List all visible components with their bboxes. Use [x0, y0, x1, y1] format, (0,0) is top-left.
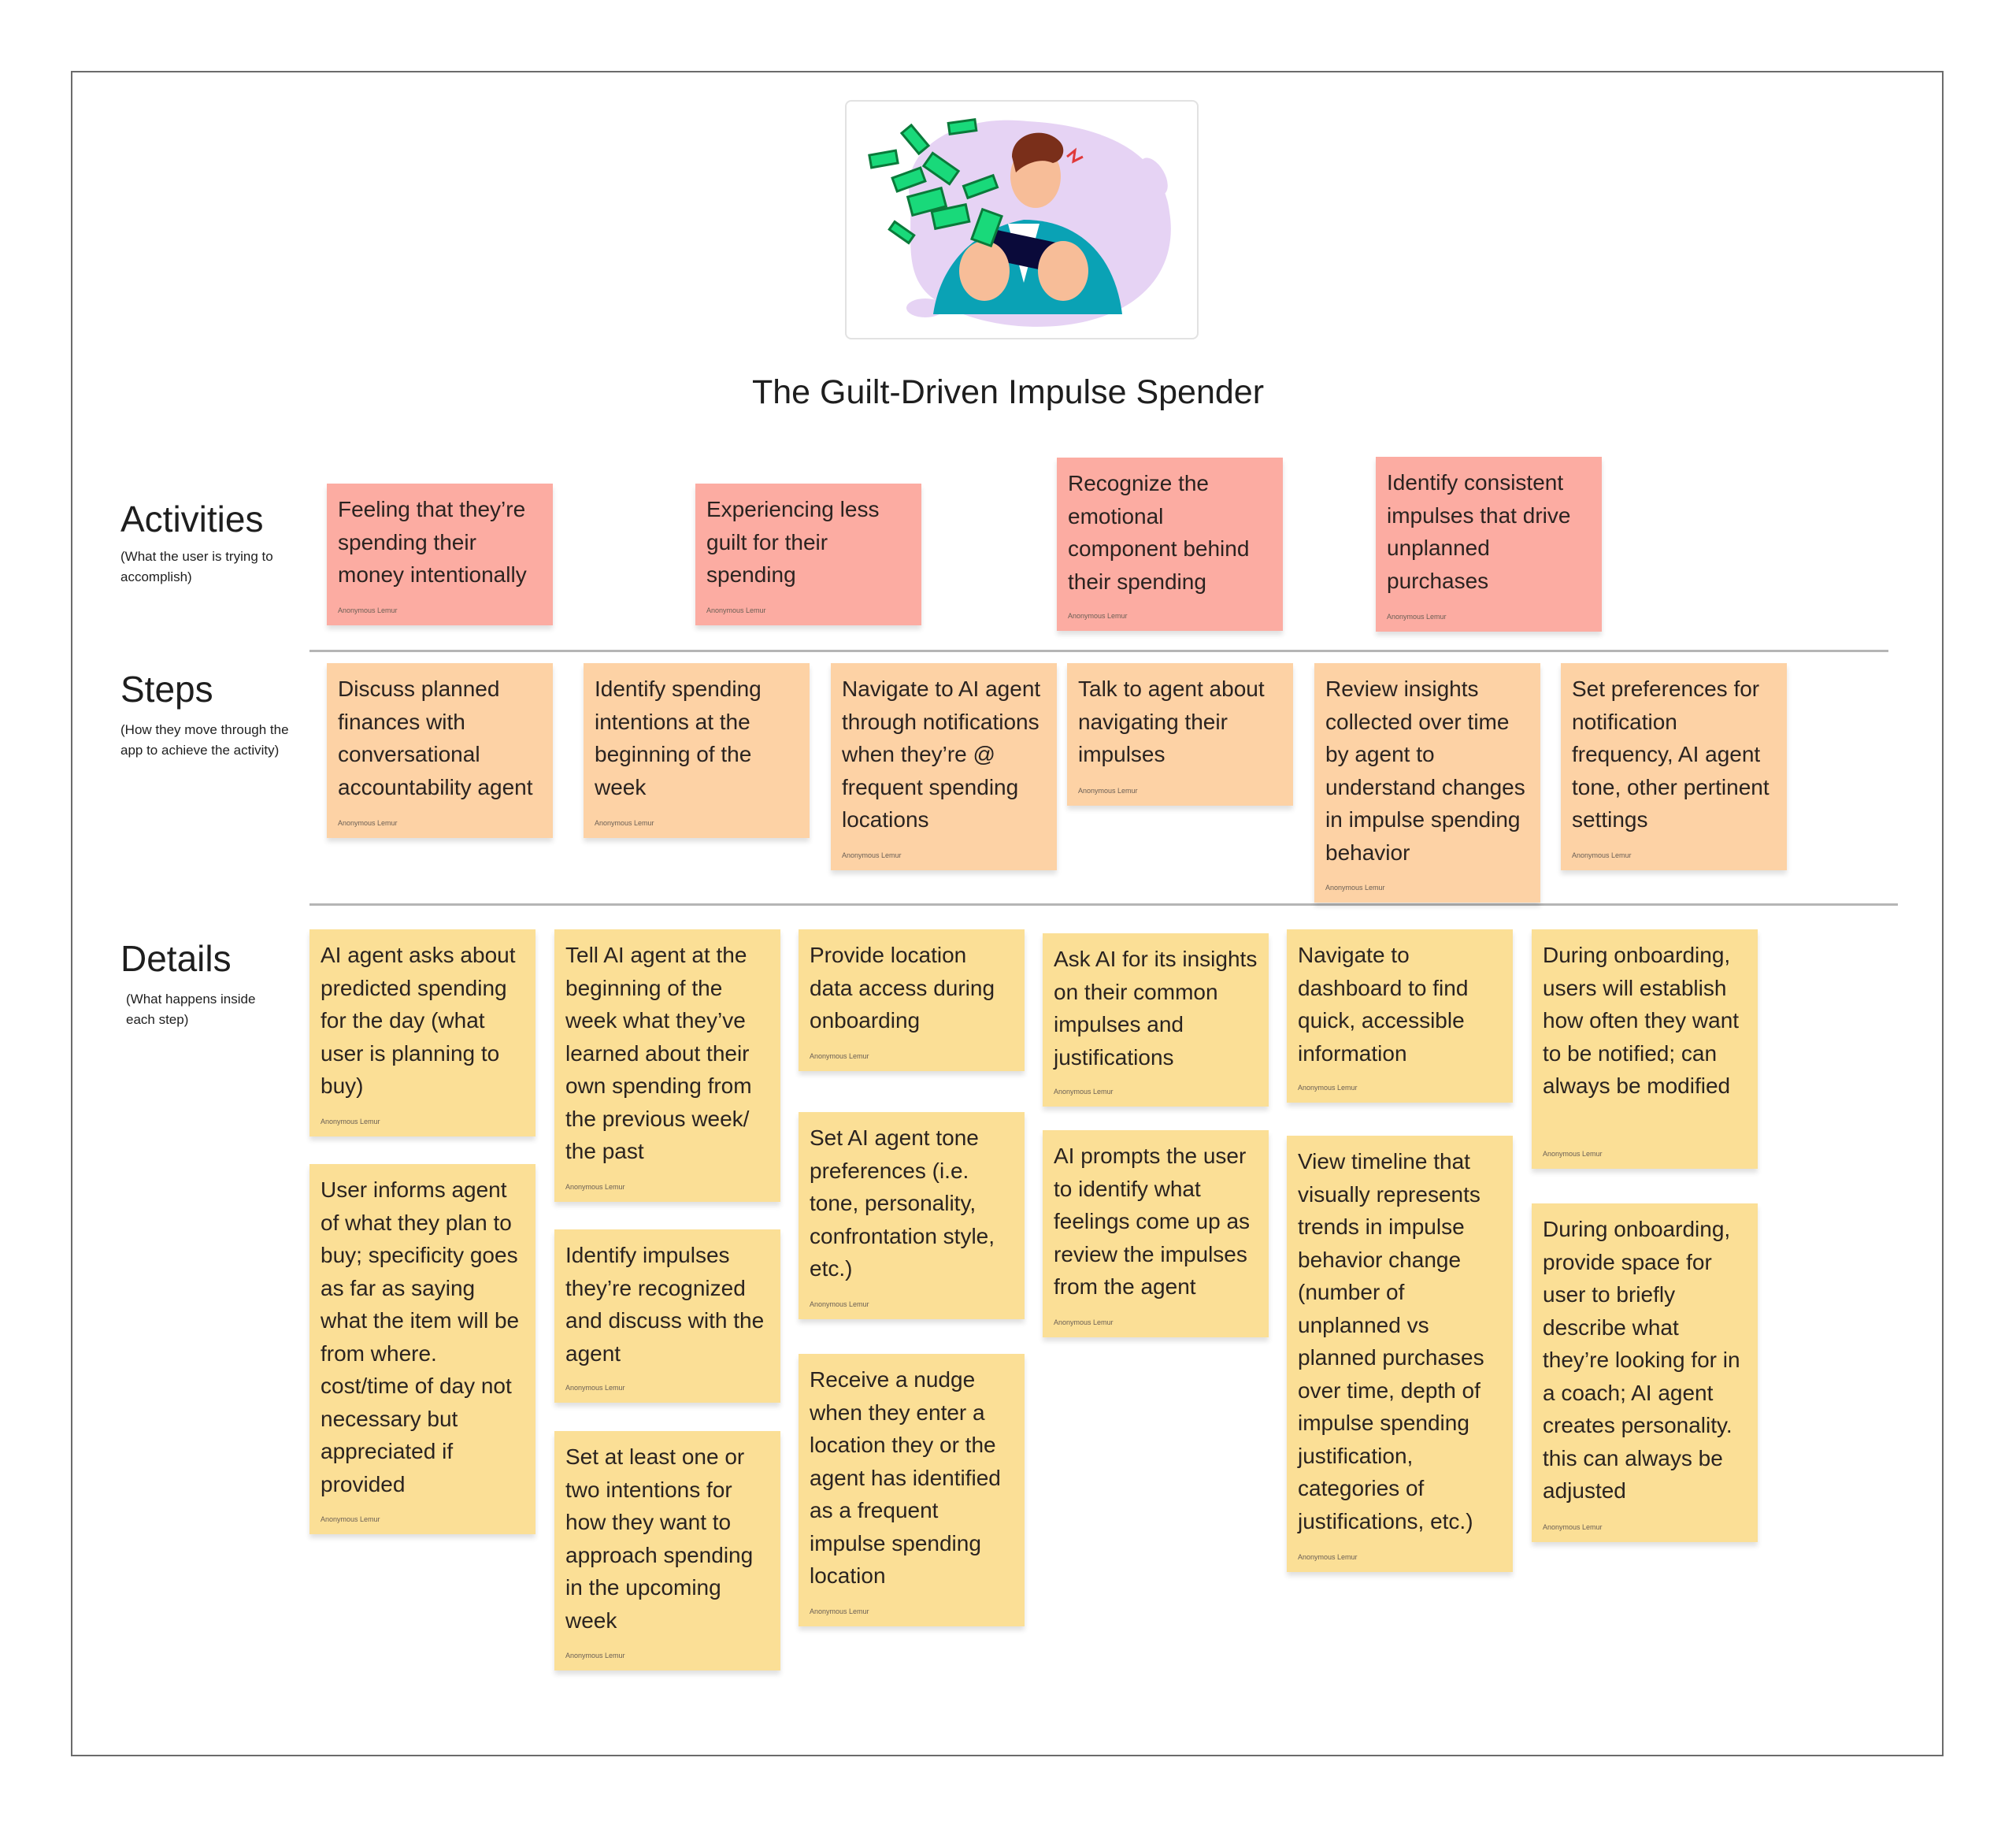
page-title: The Guilt-Driven Impulse Spender: [751, 373, 1265, 411]
detail-sticky-note-9[interactable]: Ask AI for its insights on their common …: [1043, 933, 1269, 1107]
section-label-details: Details: [120, 938, 232, 979]
activity-sticky-note-4[interactable]: Identify consistent impulses that drive …: [1376, 457, 1602, 632]
detail-sticky-note-12[interactable]: View timeline that visually represents t…: [1287, 1136, 1513, 1572]
detail-sticky-note-8[interactable]: Receive a nudge when they enter a locati…: [799, 1354, 1025, 1626]
section-sub-activities: (What the user is trying to accomplish): [120, 549, 273, 584]
sticky-note-author: Anonymous Lemur: [1543, 1523, 1603, 1531]
divider-activities-steps: [309, 650, 1888, 652]
sticky-note-author: Anonymous Lemur: [321, 1118, 380, 1125]
sticky-note-author: Anonymous Lemur: [565, 1652, 625, 1659]
sticky-note-text: AI prompts the user to identify what fee…: [1054, 1144, 1251, 1299]
detail-sticky-note-6[interactable]: Provide location data access during onbo…: [799, 929, 1025, 1071]
section-label-steps: Steps: [120, 669, 213, 710]
detail-sticky-note-7[interactable]: Set AI agent tone preferences (i.e. tone…: [799, 1112, 1025, 1319]
sticky-note-text: Recognize the emotional component behind…: [1068, 471, 1250, 594]
sticky-note-text: Set at least one or two intentions for h…: [565, 1444, 754, 1633]
sticky-note-author: Anonymous Lemur: [1298, 1553, 1358, 1561]
step-sticky-note-4[interactable]: Talk to agent about navigating their imp…: [1067, 663, 1293, 806]
sticky-note-text: Identify consistent impulses that drive …: [1387, 470, 1571, 593]
step-sticky-note-3[interactable]: Navigate to AI agent through notificatio…: [831, 663, 1057, 870]
detail-sticky-note-13[interactable]: During onboarding, users will establish …: [1532, 929, 1758, 1169]
activity-sticky-note-2[interactable]: Experiencing less guilt for their spendi…: [695, 484, 921, 625]
sticky-note-text: Feeling that they’re spending their mone…: [338, 497, 527, 587]
sticky-note-author: Anonymous Lemur: [338, 819, 398, 827]
sticky-note-text: Identify impulses they’re recognized and…: [565, 1243, 765, 1366]
detail-sticky-note-10[interactable]: AI prompts the user to identify what fee…: [1043, 1130, 1269, 1337]
persona-illustration-card[interactable]: [845, 100, 1199, 339]
sticky-note-author: Anonymous Lemur: [810, 1052, 869, 1060]
sticky-note-author: Anonymous Lemur: [565, 1183, 625, 1191]
sticky-note-author: Anonymous Lemur: [565, 1384, 625, 1392]
activity-sticky-note-1[interactable]: Feeling that they’re spending their mone…: [327, 484, 553, 625]
sticky-note-text: View timeline that visually represents t…: [1298, 1149, 1484, 1533]
detail-sticky-note-3[interactable]: Tell AI agent at the beginning of the we…: [554, 929, 780, 1202]
step-sticky-note-5[interactable]: Review insights collected over time by a…: [1314, 663, 1540, 903]
detail-sticky-note-2[interactable]: User informs agent of what they plan to …: [309, 1164, 536, 1534]
sticky-note-author: Anonymous Lemur: [338, 606, 398, 614]
sticky-note-author: Anonymous Lemur: [595, 819, 654, 827]
sticky-note-text: During onboarding, users will establish …: [1543, 943, 1740, 1098]
sticky-note-author: Anonymous Lemur: [321, 1515, 380, 1523]
detail-sticky-note-5[interactable]: Set at least one or two intentions for h…: [554, 1431, 780, 1670]
section-sub-details: (What happens inside each step): [126, 992, 256, 1027]
step-sticky-note-1[interactable]: Discuss planned finances with conversati…: [327, 663, 553, 838]
sticky-note-author: Anonymous Lemur: [1078, 787, 1138, 795]
sticky-note-author: Anonymous Lemur: [842, 851, 902, 859]
section-label-activities: Activities: [120, 499, 264, 540]
persona-illustration: [868, 118, 1171, 327]
sticky-note-text: Navigate to AI agent through notificatio…: [842, 677, 1041, 832]
sticky-note-text: Review insights collected over time by a…: [1325, 677, 1525, 865]
sticky-note-text: User informs agent of what they plan to …: [321, 1177, 520, 1496]
sticky-note-text: Identify spending intentions at the begi…: [595, 677, 762, 799]
sticky-note-author: Anonymous Lemur: [1298, 1084, 1358, 1092]
sticky-note-text: Set AI agent tone preferences (i.e. tone…: [810, 1125, 995, 1281]
sticky-note-author: Anonymous Lemur: [1325, 884, 1385, 892]
sticky-note-text: Discuss planned finances with conversati…: [338, 677, 533, 799]
detail-sticky-note-4[interactable]: Identify impulses they’re recognized and…: [554, 1229, 780, 1403]
sticky-note-author: Anonymous Lemur: [1054, 1088, 1114, 1096]
sticky-note-text: Navigate to dashboard to find quick, acc…: [1298, 943, 1469, 1066]
sticky-note-author: Anonymous Lemur: [810, 1607, 869, 1615]
sticky-note-author: Anonymous Lemur: [1387, 613, 1447, 621]
sticky-note-author: Anonymous Lemur: [1572, 851, 1632, 859]
step-sticky-note-6[interactable]: Set preferences for notification frequen…: [1561, 663, 1787, 870]
step-sticky-note-2[interactable]: Identify spending intentions at the begi…: [584, 663, 810, 838]
sticky-note-text: Provide location data access during onbo…: [810, 943, 995, 1033]
sticky-note-text: AI agent asks about predicted spending f…: [321, 943, 516, 1098]
sticky-note-text: During onboarding, provide space for use…: [1543, 1217, 1740, 1503]
activity-sticky-note-3[interactable]: Recognize the emotional component behind…: [1057, 458, 1283, 631]
board-frame: [71, 71, 1944, 1756]
sticky-note-text: Ask AI for its insights on their common …: [1054, 947, 1258, 1070]
divider-steps-details: [309, 903, 1898, 906]
sticky-note-text: Set preferences for notification frequen…: [1572, 677, 1770, 832]
sticky-note-text: Tell AI agent at the beginning of the we…: [565, 943, 752, 1163]
sticky-note-author: Anonymous Lemur: [1543, 1150, 1603, 1158]
section-sub-steps: (How they move through the app to achiev…: [120, 722, 289, 758]
detail-sticky-note-14[interactable]: During onboarding, provide space for use…: [1532, 1203, 1758, 1542]
detail-sticky-note-1[interactable]: AI agent asks about predicted spending f…: [309, 929, 536, 1136]
sticky-note-text: Talk to agent about navigating their imp…: [1078, 677, 1265, 766]
sticky-note-author: Anonymous Lemur: [810, 1300, 869, 1308]
detail-sticky-note-11[interactable]: Navigate to dashboard to find quick, acc…: [1287, 929, 1513, 1103]
sticky-note-text: Experiencing less guilt for their spendi…: [706, 497, 880, 587]
sticky-note-text: Receive a nudge when they enter a locati…: [810, 1367, 1001, 1588]
sticky-note-author: Anonymous Lemur: [1054, 1318, 1114, 1326]
sticky-note-author: Anonymous Lemur: [706, 606, 766, 614]
sticky-note-author: Anonymous Lemur: [1068, 612, 1128, 620]
